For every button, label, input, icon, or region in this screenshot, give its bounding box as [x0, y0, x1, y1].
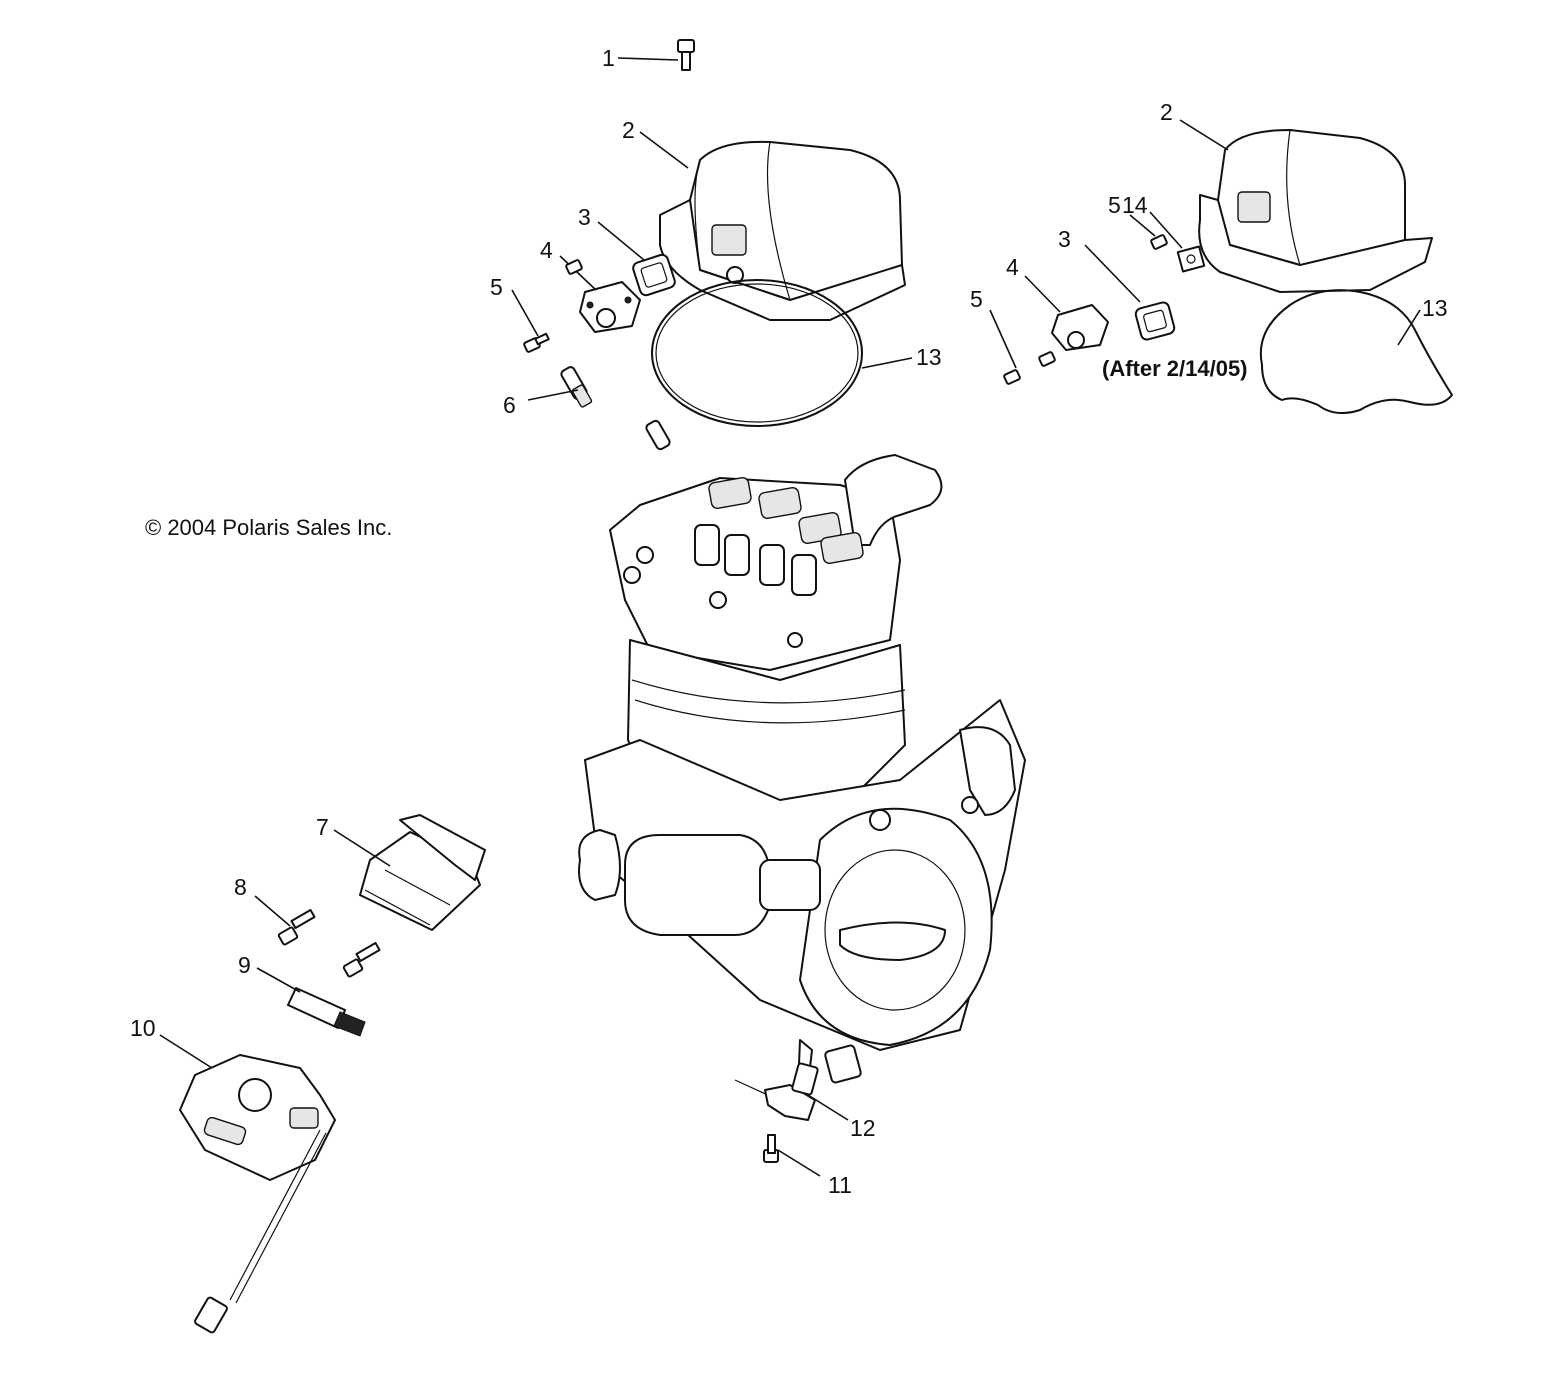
- part-5-screw-upper: [1150, 234, 1168, 250]
- leader-2a: [639, 131, 689, 169]
- part-3-gasket: [632, 253, 676, 297]
- part-12-speed-sensor: [734, 1062, 819, 1121]
- leader-7: [333, 829, 391, 867]
- leader-3a: [597, 221, 645, 261]
- callout-13a: 13: [916, 344, 942, 370]
- part-13-gasket-revised: [1259, 289, 1453, 415]
- callout-2a: 2: [622, 117, 635, 143]
- callout-3a: 3: [578, 204, 591, 230]
- callout-7: 7: [316, 814, 329, 840]
- callout-5a: 5: [490, 274, 503, 300]
- part-8-bolt: [277, 909, 381, 978]
- callout-12: 12: [850, 1115, 876, 1141]
- leader-2b: [1179, 119, 1229, 151]
- callout-10: 10: [130, 1015, 156, 1041]
- leader-8: [254, 895, 291, 927]
- callout-9: 9: [238, 952, 251, 978]
- revision-note: (After 2/14/05): [1102, 356, 1248, 381]
- part-5-screw: [523, 259, 583, 353]
- part-4-breather-valve-revised: [1051, 304, 1109, 351]
- part-10-throttle-body: [179, 1054, 336, 1334]
- callout-5c: 5: [1108, 192, 1121, 218]
- callout-13b: 13: [1422, 295, 1448, 321]
- copyright-text: © 2004 Polaris Sales Inc.: [145, 515, 392, 540]
- leader-5c: [1129, 214, 1156, 237]
- part-3-gasket-revised: [1134, 301, 1176, 341]
- callout-14: 14: [1122, 192, 1148, 218]
- leader-5a: [511, 289, 539, 337]
- leader-3b: [1084, 244, 1141, 303]
- leader-13a: [861, 357, 913, 369]
- callout-4b: 4: [1006, 254, 1019, 280]
- part-6-sensor: [560, 366, 671, 451]
- part-2-valve-cover: [659, 140, 906, 321]
- callout-8: 8: [234, 874, 247, 900]
- leader-4b: [1024, 275, 1061, 313]
- leader-10: [159, 1034, 213, 1069]
- leader-1: [617, 57, 679, 61]
- callout-6: 6: [503, 392, 516, 418]
- part-13-o-ring: [651, 279, 863, 427]
- callout-1: 1: [602, 45, 615, 71]
- leader-11: [777, 1149, 821, 1177]
- leader-9: [256, 967, 301, 993]
- leader-12: [807, 1094, 849, 1121]
- part-14-label: [1176, 245, 1206, 273]
- leader-14: [1149, 211, 1183, 249]
- callout-3b: 3: [1058, 226, 1071, 252]
- callout-2b: 2: [1160, 99, 1173, 125]
- leader-4a: [559, 255, 597, 291]
- part-11-screw: [763, 1134, 779, 1163]
- part-2-valve-cover-revised: [1198, 129, 1433, 293]
- part-5-screw-revised: [1003, 351, 1056, 385]
- callout-5b: 5: [970, 286, 983, 312]
- part-1-bolt: [677, 39, 695, 71]
- leader-6: [527, 389, 579, 401]
- callout-11: 11: [828, 1172, 852, 1198]
- part-7-intake-adapter: [359, 814, 486, 931]
- part-9-sensor: [287, 987, 366, 1037]
- leader-5b: [989, 309, 1017, 369]
- leader-13b: [1397, 309, 1421, 346]
- engine-assembly: [578, 454, 1026, 1089]
- part-4-breather-valve: [579, 281, 641, 333]
- callout-4a: 4: [540, 237, 553, 263]
